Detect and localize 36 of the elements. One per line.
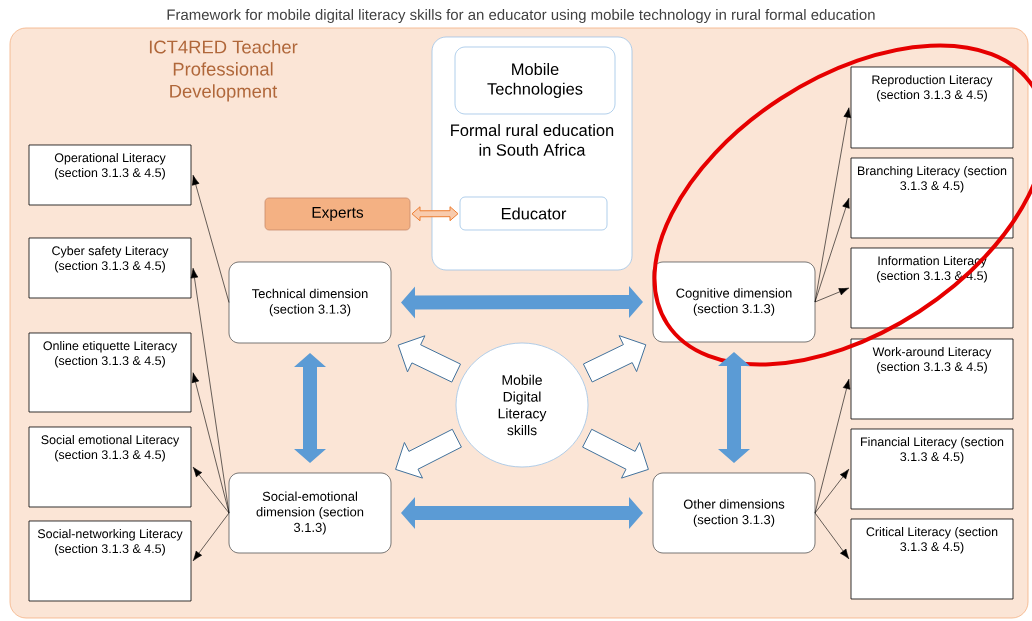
literacy-box: Social-networking Literacy (section 3.1.3 & 4.5)	[28, 520, 192, 602]
educator-box: Educator	[459, 196, 608, 231]
block-arrow	[401, 286, 643, 319]
block-arrow	[582, 335, 647, 383]
arrow	[192, 174, 230, 303]
literacy-box: Online etiquette Literacy (section 3.1.3 & 4.5)	[28, 332, 192, 413]
dimension-box: Technical dimension (section 3.1.3)	[228, 261, 392, 344]
block-arrow	[718, 352, 750, 463]
block-arrow	[411, 206, 459, 222]
literacy-box: Social emotional Literacy (section 3.1.3 & 4.5)	[28, 426, 192, 508]
arrow	[814, 378, 851, 514]
arrow	[814, 468, 850, 514]
literacy-box: Reproduction Literacy (section 3.1.3 & 4.5)	[850, 66, 1014, 149]
title: Framework for mobile digital literacy skills for an educator using mobile technology in rural formal education	[167, 9, 875, 23]
arrow	[814, 197, 850, 303]
literacy-box: Cyber safety Literacy (section 3.1.3 & 4.5)	[28, 237, 192, 299]
block-arrow	[401, 497, 643, 529]
literacy-box: Financial Literacy (section 3.1.3 & 4.5)	[850, 428, 1014, 510]
arrow	[191, 372, 230, 514]
literacy-box: Work-around Literacy (section 3.1.3 & 4.5)	[850, 338, 1014, 420]
experts-box: Experts	[264, 197, 411, 231]
block-arrow	[395, 428, 462, 479]
literacy-box: Operational Literacy (section 3.1.3 & 4.5)	[28, 144, 192, 206]
arrow	[814, 512, 850, 560]
dimension-box: Social-emotional dimension (section 3.1.3)	[228, 472, 392, 554]
arrow	[192, 512, 230, 562]
arrow	[192, 466, 230, 514]
dimension-box: Other dimensions (section 3.1.3)	[652, 472, 816, 554]
block-arrow	[582, 428, 649, 479]
literacy-box: Critical Literacy (section 3.1.3 & 4.5)	[850, 518, 1014, 600]
dimension-box: Cognitive dimension (section 3.1.3)	[652, 261, 816, 343]
technology-box: Mobile Technologies	[454, 46, 616, 115]
literacy-box: Branching Literacy (section 3.1.3 & 4.5)	[850, 157, 1014, 239]
block-arrow	[294, 353, 326, 463]
arrow	[814, 287, 850, 303]
block-arrow	[397, 335, 461, 383]
